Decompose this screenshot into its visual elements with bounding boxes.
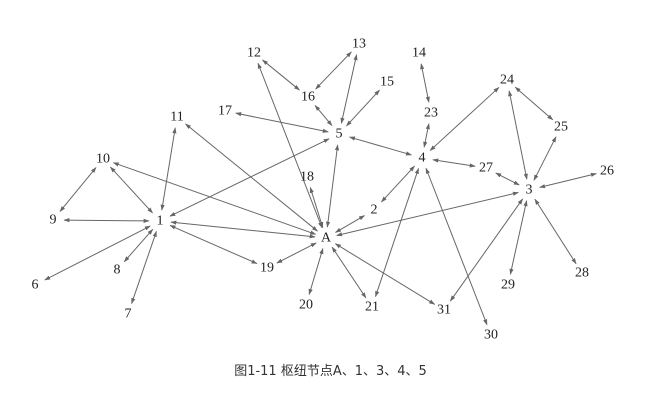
node-31: 31 [437,303,451,318]
edges-group [44,51,597,326]
edge-12-16 [262,59,300,91]
edge-5-17 [235,112,329,133]
edge-A-12 [257,62,323,229]
edge-4-23 [423,123,430,148]
edge-4-27 [432,158,476,168]
node-A: A [321,231,332,246]
edge-1-9 [63,218,150,223]
edge-A-18 [309,186,324,229]
edge-A-21 [331,246,367,299]
node-12: 12 [247,46,261,61]
edge-A-10 [112,162,317,235]
node-11: 11 [170,110,183,125]
edge-1-7 [131,230,157,305]
node-29: 29 [501,278,515,293]
edge-13-16 [315,51,352,90]
edge-A-5 [325,144,340,228]
node-1: 1 [157,214,164,229]
edge-A-3 [336,191,519,237]
edge-5-4 [348,136,413,156]
node-15: 15 [380,75,394,90]
node-16: 16 [301,90,315,105]
node-24: 24 [500,73,514,88]
edge-4-30 [425,167,488,326]
node-30: 30 [484,328,498,343]
edge-3-27 [495,172,520,186]
edge-3-31 [449,198,524,302]
edge-4-24 [429,87,500,151]
node-6: 6 [32,278,39,293]
node-25: 25 [554,120,568,135]
edge-3-29 [509,200,528,275]
node-26: 26 [600,164,614,179]
edge-1-6 [44,225,151,281]
node-21: 21 [365,300,379,315]
node-18: 18 [300,170,314,185]
node-8: 8 [114,263,121,278]
node-17: 17 [218,104,232,119]
node-23: 23 [424,106,438,121]
edge-1-19 [169,224,258,265]
edge-A-19 [276,242,317,264]
edge-5-16 [314,104,333,127]
node-14: 14 [412,46,426,61]
edge-3-25 [533,136,557,181]
node-27: 27 [479,161,493,176]
edge-3-24 [508,90,528,180]
node-20: 20 [299,298,313,313]
node-19: 19 [260,261,274,276]
edge-A-20 [308,247,324,296]
node-4: 4 [419,151,426,166]
node-3: 3 [526,183,533,198]
edge-5-15 [346,89,380,127]
node-7: 7 [125,307,132,322]
edge-1-A [170,220,316,239]
edge-3-28 [534,198,577,265]
figure-caption: 图1-11 枢纽节点A、1、3、4、5 [234,364,427,379]
node-28: 28 [575,266,589,281]
node-10: 10 [96,152,110,167]
edge-24-25 [514,86,554,121]
node-2: 2 [371,203,378,218]
edge-1-8 [123,228,154,263]
edge-3-26 [539,172,597,189]
edge-4-21 [375,167,419,298]
edge-A-11 [185,123,318,232]
edge-13-5 [340,54,358,124]
edge-9-10 [59,167,97,212]
edge-1-11 [160,127,177,211]
node-5: 5 [336,127,343,142]
edge-23-14 [420,63,430,103]
node-13: 13 [352,37,366,52]
node-9: 9 [50,213,57,228]
